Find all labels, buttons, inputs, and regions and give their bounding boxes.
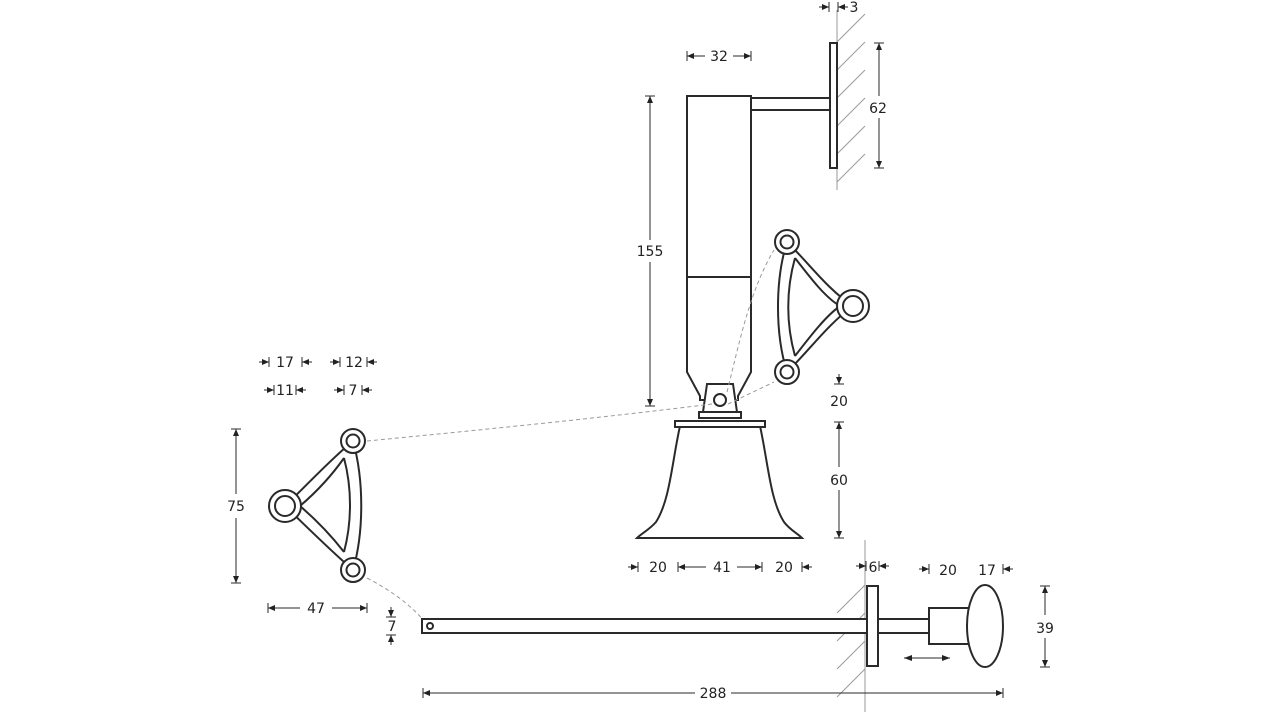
knob-collar: [928, 607, 971, 645]
dim-crank-width-a: 17: [276, 355, 294, 371]
bell: [634, 420, 805, 539]
pull-rod-eyelet: [426, 622, 434, 630]
dim-bell-height: 60: [830, 473, 848, 489]
dim-crank-depth: 47: [307, 601, 325, 617]
pull-knob: [966, 584, 1004, 668]
dim-bell-gap: 20: [830, 394, 848, 410]
dim-bell-right: 20: [775, 560, 793, 576]
connector-wires: [366, 249, 775, 623]
dim-bracket-arm-depth: 32: [710, 49, 728, 65]
knob-shaft: [877, 618, 931, 634]
dim-bell-center: 41: [713, 560, 731, 576]
dim-pull-rod-length: 288: [700, 686, 727, 702]
dim-lower-wall-plate-thickness: 6: [869, 560, 878, 576]
upper-wall-hatch: [836, 10, 866, 190]
dim-crank-width-b: 12: [345, 355, 363, 371]
pull-rod: [421, 618, 868, 634]
dim-bell-left: 20: [649, 560, 667, 576]
dim-crank-height: 75: [227, 499, 245, 515]
dim-knob-neck: 20: [939, 563, 957, 579]
dim-knob-depth: 17: [978, 563, 996, 579]
dim-knob-diameter: 39: [1036, 621, 1054, 637]
dimension-lines: [231, 2, 1050, 698]
bell-crank-side: [268, 428, 366, 583]
dim-crank-hole-b: 7: [349, 383, 358, 399]
travel-arrow: [904, 655, 950, 661]
bracket-arm: [750, 97, 831, 111]
upper-wall-plate: [829, 42, 838, 169]
mounting-tube: [686, 95, 752, 401]
bell-crank-upper: [774, 229, 870, 385]
dim-crank-hole-a: 11: [276, 383, 294, 399]
dimension-labels: 3 32 62 155 20 60 20 41 20 17 12 11 7 75…: [227, 0, 1054, 702]
lower-wall-plate: [866, 585, 879, 667]
dim-tube-length: 155: [637, 244, 664, 260]
clapper-lug: [698, 383, 742, 419]
dim-wall-plate-height: 62: [869, 101, 887, 117]
dim-pull-rod-thickness: 7: [388, 619, 397, 635]
dim-wall-plate-thickness: 3: [850, 0, 859, 16]
